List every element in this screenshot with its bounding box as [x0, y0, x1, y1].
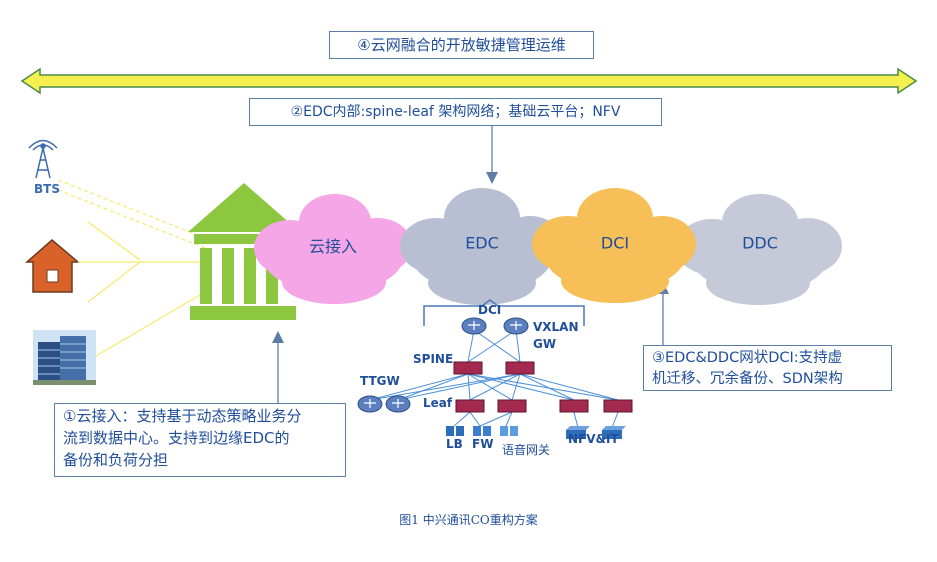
- ttgw-router-icon: [357, 395, 383, 413]
- nfv-server-icon: [602, 426, 626, 439]
- dci-note-box: ③EDC&DDC网状DCI:支持虚 机迁移、冗余备份、SDN架构: [643, 345, 892, 391]
- vxlan-gw-router-icon: [503, 317, 529, 335]
- note-line: ①云接入：支持基于动态策略业务分: [63, 407, 302, 425]
- network-links: [369, 329, 619, 429]
- bts-label: BTS: [34, 182, 60, 196]
- cloud-access-note-box: ①云接入：支持基于动态策略业务分 流到数据中心。支持到边缘EDC的 备份和负荷分…: [54, 403, 346, 477]
- nfv-server-icon: [566, 426, 590, 439]
- dci-node-label: DCI: [478, 303, 502, 317]
- dci-cloud-label: DCI: [600, 233, 630, 253]
- ddc-cloud-label: DDC: [742, 233, 778, 253]
- house-icon: [25, 239, 81, 293]
- note-line: ③EDC&DDC网状DCI:支持虚: [652, 350, 843, 366]
- figure-caption: 图1 中兴通讯CO重构方案: [399, 513, 538, 527]
- edc-cloud: [400, 188, 564, 305]
- edc-brace: [423, 299, 585, 326]
- edc-internal-box: ②EDC内部:spine-leaf 架构网络；基础云平台；NFV: [249, 98, 662, 126]
- ttgw-router-icon: [385, 395, 411, 413]
- voice-gateway-icon: [500, 426, 518, 436]
- spine-switch-icon: [453, 361, 483, 375]
- nfv-it-label: NFV&IT: [568, 432, 619, 446]
- edc-cloud-label: EDC: [465, 233, 499, 253]
- access-lines: [57, 179, 206, 357]
- double-arrow: [20, 67, 918, 95]
- access-cloud-label: 云接入: [308, 237, 358, 256]
- leaf-switch-icon: [559, 399, 589, 413]
- dci-cloud: [532, 188, 696, 303]
- ddc-cloud: [676, 194, 842, 305]
- fw-device-icon: [473, 426, 491, 436]
- leaf-label: Leaf: [423, 396, 453, 410]
- leaf-switch-icon: [603, 399, 633, 413]
- note-line: 流到数据中心。支持到边缘EDC的: [63, 429, 290, 447]
- dci-router-icon: [461, 317, 487, 335]
- note-line: 备份和负荷分担: [63, 451, 169, 469]
- lb-device-icon: [446, 426, 464, 436]
- fw-label: FW: [472, 437, 494, 451]
- note-line: 机迁移、冗余备份、SDN架构: [652, 371, 843, 387]
- voice-gateway-label: 语音网关: [502, 443, 551, 457]
- spine-label: SPINE: [413, 352, 454, 366]
- lb-label: LB: [446, 437, 463, 451]
- spine-switch-icon: [505, 361, 535, 375]
- vxlan-label: VXLAN: [533, 320, 579, 334]
- office-building-icon: [33, 330, 96, 385]
- ttgw-label: TTGW: [360, 374, 400, 388]
- co-building-icon: [188, 183, 300, 320]
- title-box: ④云网融合的开放敏捷管理运维: [329, 31, 594, 59]
- gw-label: GW: [533, 337, 557, 351]
- bts-tower-icon: [28, 139, 58, 179]
- leaf-switch-icon: [455, 399, 485, 413]
- leaf-switch-icon: [497, 399, 527, 413]
- access-cloud: [254, 194, 412, 304]
